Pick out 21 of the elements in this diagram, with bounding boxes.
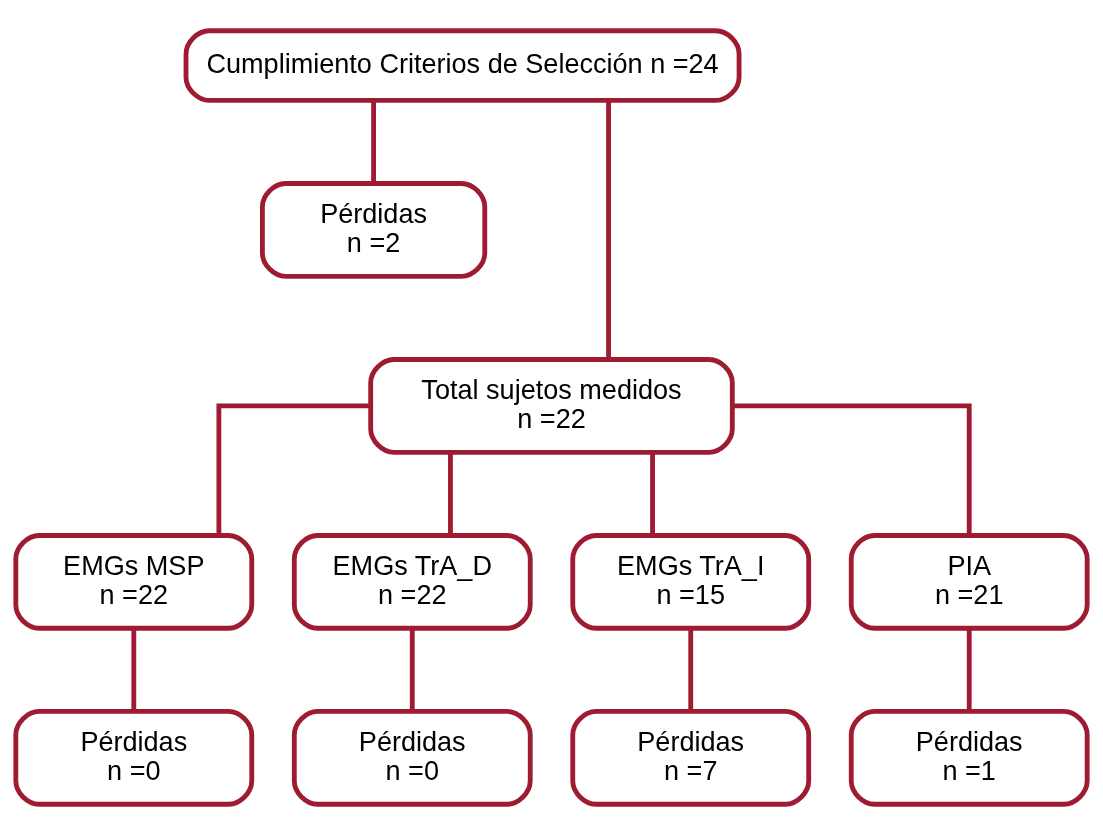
connector — [216, 403, 371, 535]
node-box: Pérdidas n =2 — [259, 180, 488, 279]
connector — [448, 452, 453, 535]
node-box: EMGs MSP n =22 — [13, 532, 255, 631]
node-box: Total sujetos medidos n =22 — [368, 356, 735, 455]
connector — [131, 628, 137, 711]
connector — [688, 628, 694, 711]
connector — [371, 99, 376, 183]
node-box: EMGs TrA_I n =15 — [570, 532, 812, 631]
node-box: Cumplimiento Criterios de Selección n =24 — [183, 27, 742, 103]
node-box: PIA n =21 — [848, 532, 1090, 631]
node-box: Pérdidas n =0 — [291, 708, 533, 807]
connector — [732, 403, 972, 535]
node-box: Pérdidas n =0 — [13, 708, 255, 807]
node-box: Pérdidas n =1 — [848, 708, 1090, 807]
connector — [650, 452, 655, 535]
node-box: EMGs TrA_D n =22 — [291, 532, 533, 631]
connector — [606, 100, 611, 359]
connector — [409, 628, 415, 711]
node-box: Pérdidas n =7 — [570, 708, 812, 807]
connector — [966, 628, 972, 711]
